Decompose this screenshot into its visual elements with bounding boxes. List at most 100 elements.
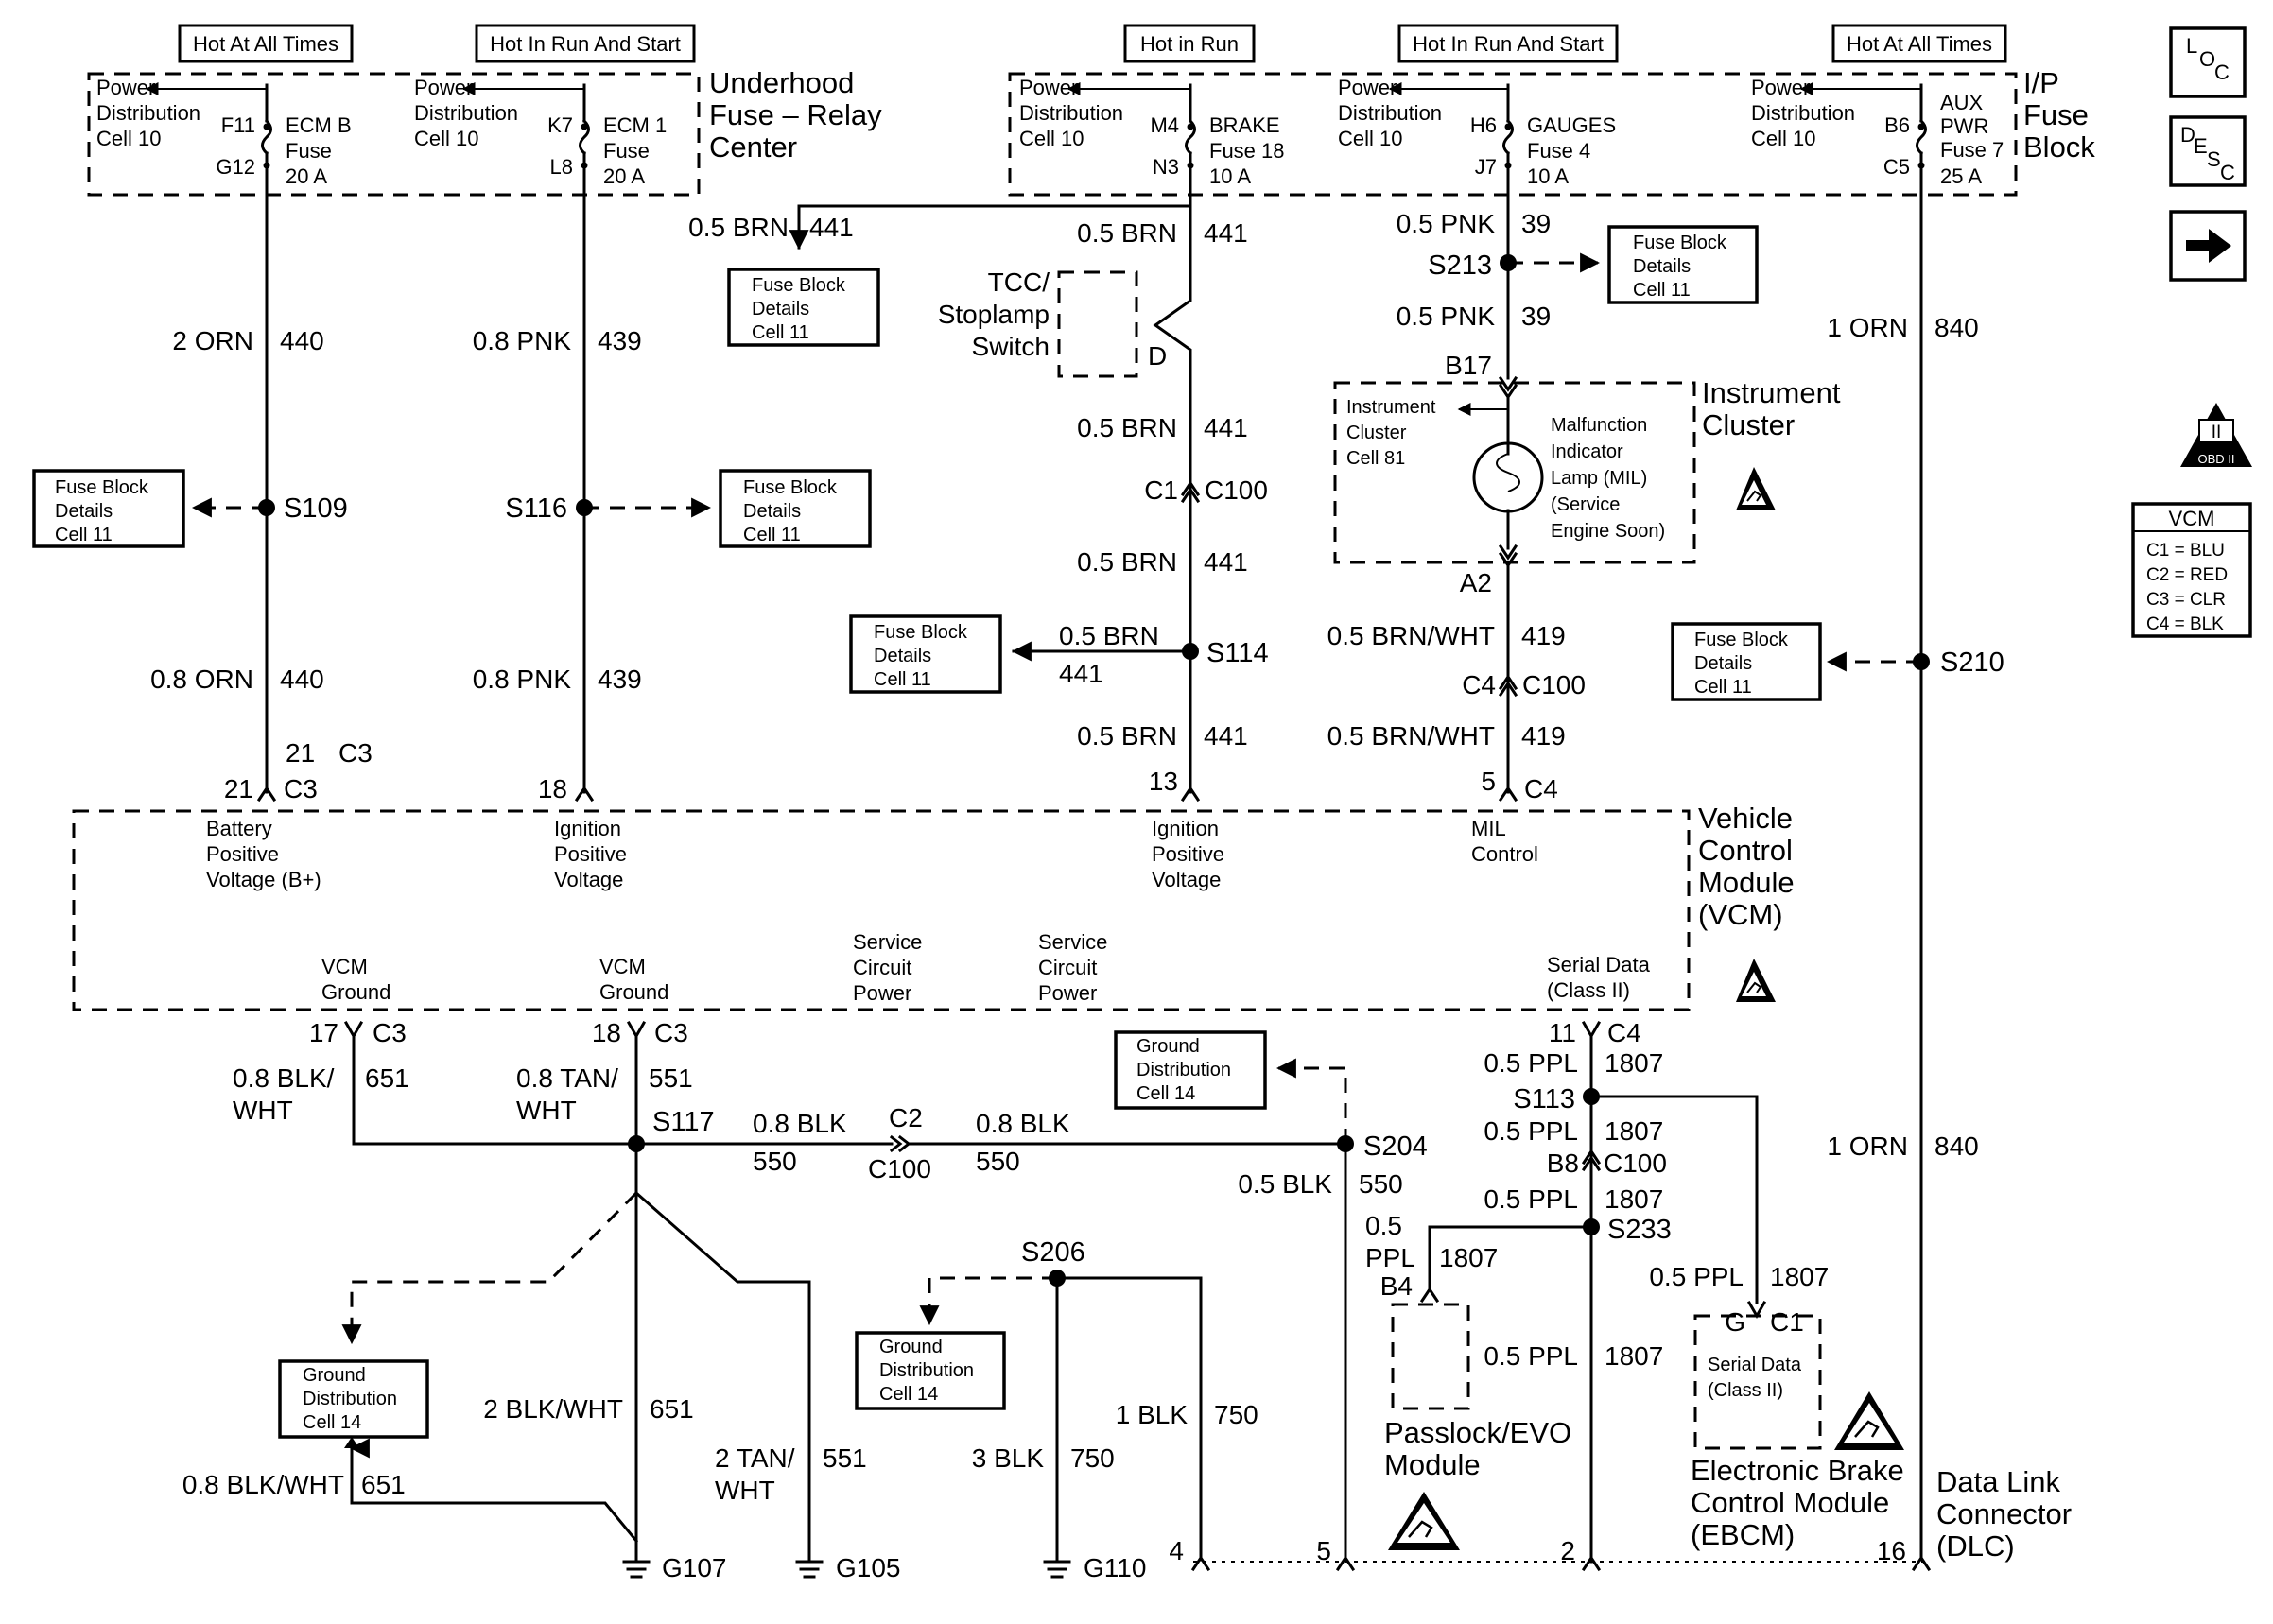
fuse-block-details-s114[interactable]: Fuse Block Details Cell 11	[849, 614, 1002, 694]
svg-text:Cell 11: Cell 11	[743, 525, 801, 545]
svg-text:Fuse: Fuse	[286, 139, 332, 163]
vcm-label: Vehicle Control Module (VCM)	[1698, 802, 1795, 931]
fuse-block-details-441[interactable]: Fuse Block Details Cell 11	[727, 268, 880, 347]
wire-1807-ebcm	[1589, 1095, 1759, 1304]
svg-text:OBD II: OBD II	[2197, 452, 2234, 466]
ground-distribution-s204[interactable]: Ground Distribution Cell 14	[1114, 1030, 1267, 1110]
svg-text:Hot In Run And Start: Hot In Run And Start	[1413, 32, 1604, 56]
svg-text:651: 651	[361, 1470, 406, 1499]
next-arrow-button[interactable]	[2169, 210, 2247, 282]
svg-text:439: 439	[598, 665, 642, 694]
loc-button[interactable]: L O C	[2169, 26, 2247, 98]
desc-button[interactable]: D E S C	[2169, 115, 2247, 187]
svg-text:ECM B: ECM B	[286, 113, 352, 137]
svg-text:Indicator: Indicator	[1551, 441, 1623, 462]
underhood-fuse-block-outline	[87, 72, 701, 197]
svg-text:C2 = RED: C2 = RED	[2146, 565, 2228, 585]
svg-text:Instrument: Instrument	[1702, 376, 1841, 409]
header-hot-in-run-and-start-2: Hot In Run And Start	[1397, 24, 1619, 63]
wire-441-to-fuse-block	[789, 168, 1192, 251]
svg-text:0.8 ORN: 0.8 ORN	[150, 665, 253, 694]
svg-text:Voltage: Voltage	[554, 868, 623, 891]
svg-text:C100: C100	[1205, 475, 1268, 505]
svg-text:0.5 PPL: 0.5 PPL	[1484, 1048, 1578, 1078]
svg-text:1807: 1807	[1770, 1262, 1829, 1291]
splice-s210-dot	[1913, 653, 1930, 670]
ground-distribution-s117[interactable]: Ground Distribution Cell 14	[278, 1359, 429, 1439]
svg-text:Module: Module	[1698, 866, 1795, 899]
svg-text:18: 18	[538, 774, 567, 803]
svg-text:Hot In Run And Start: Hot In Run And Start	[490, 32, 681, 56]
svg-text:Power: Power	[1751, 76, 1810, 99]
svg-text:25 A: 25 A	[1940, 164, 1982, 188]
svg-text:0.5 PNK: 0.5 PNK	[1397, 209, 1496, 238]
svg-text:C1: C1	[1144, 475, 1178, 505]
svg-text:C100: C100	[868, 1154, 931, 1183]
svg-text:Power: Power	[414, 76, 473, 99]
esd-warning-icon	[1388, 1492, 1460, 1550]
svg-text:Cell 81: Cell 81	[1346, 448, 1405, 469]
svg-text:0.5 PNK: 0.5 PNK	[1397, 302, 1496, 331]
ground-distribution-s206[interactable]: Ground Distribution Cell 14	[855, 1331, 1006, 1410]
ebcm-box	[1693, 1314, 1822, 1450]
fuse-block-details-s116[interactable]: Fuse Block Details Cell 11	[719, 469, 872, 548]
svg-text:(Service: (Service	[1551, 494, 1620, 515]
svg-text:21: 21	[224, 774, 253, 803]
svg-text:419: 419	[1521, 621, 1566, 650]
svg-text:Ignition: Ignition	[554, 817, 621, 840]
svg-text:Battery: Battery	[206, 817, 272, 840]
mil-label: Malfunction Indicator Lamp (MIL) (Servic…	[1551, 415, 1665, 542]
svg-text:L: L	[2186, 34, 2197, 58]
svg-text:PWR: PWR	[1940, 114, 1988, 138]
connector-b8-c100	[1581, 1149, 1602, 1172]
fuse-ecm-1: Power Distribution Cell 10 K7 L8 ECM 1 F…	[414, 76, 667, 188]
ebcm-label: Electronic Brake Control Module (EBCM)	[1691, 1454, 1904, 1551]
svg-text:0.8 BLK/WHT: 0.8 BLK/WHT	[182, 1470, 344, 1499]
svg-text:441: 441	[809, 213, 854, 242]
svg-text:0.5 BRN/WHT: 0.5 BRN/WHT	[1327, 721, 1495, 751]
fuse-block-details-s213[interactable]: Fuse Block Details Cell 11	[1607, 225, 1759, 304]
svg-text:WHT: WHT	[715, 1476, 775, 1505]
splice-s213-dot	[1500, 254, 1517, 271]
tcc-stoplamp-switch-label: TCC/ Stoplamp Switch	[938, 268, 1050, 361]
svg-text:Positive: Positive	[554, 842, 627, 866]
wire-441	[1153, 204, 1192, 794]
svg-text:Fuse Block: Fuse Block	[874, 622, 968, 643]
svg-text:Circuit: Circuit	[853, 956, 911, 979]
svg-text:Hot At All Times: Hot At All Times	[193, 32, 338, 56]
splice-s210-label: S210	[1940, 648, 2004, 678]
svg-text:C4: C4	[1607, 1018, 1641, 1047]
svg-text:Control: Control	[1698, 834, 1793, 867]
svg-text:Details: Details	[1633, 256, 1691, 277]
svg-text:Cell 11: Cell 11	[55, 525, 113, 545]
fuse-aux-pwr: Power Distribution Cell 10 B6 C5 AUX PWR…	[1751, 76, 2004, 188]
svg-text:A2: A2	[1460, 568, 1492, 597]
svg-text:Block: Block	[2023, 130, 2095, 164]
fuse-block-details-s109[interactable]: Fuse Block Details Cell 11	[32, 469, 185, 548]
svg-text:0.8 TAN/: 0.8 TAN/	[516, 1063, 618, 1093]
svg-text:Module: Module	[1384, 1448, 1481, 1481]
vcm-pin-13	[1180, 786, 1201, 803]
svg-text:1807: 1807	[1439, 1243, 1498, 1272]
svg-text:Cluster: Cluster	[1346, 423, 1407, 443]
svg-text:Power: Power	[1038, 981, 1097, 1005]
fuse-block-details-s210[interactable]: Fuse Block Details Cell 11	[1671, 622, 1822, 701]
arrow-right-icon	[2186, 229, 2231, 263]
svg-text:C4: C4	[1462, 670, 1496, 700]
svg-text:Power: Power	[853, 981, 911, 1005]
svg-text:C3: C3	[284, 774, 318, 803]
svg-text:750: 750	[1070, 1443, 1115, 1473]
svg-text:Center: Center	[709, 130, 797, 164]
obd-ii-icon: II OBD II	[2180, 403, 2252, 467]
svg-text:Power: Power	[96, 76, 155, 99]
svg-text:Fuse 7: Fuse 7	[1940, 138, 2004, 162]
svg-text:Details: Details	[752, 299, 809, 320]
svg-text:H6: H6	[1470, 113, 1497, 137]
svg-text:Hot At All Times: Hot At All Times	[1847, 32, 1992, 56]
instrument-cluster-cell-ref[interactable]: Instrument Cluster Cell 81	[1346, 397, 1436, 469]
svg-text:Control Module: Control Module	[1691, 1486, 1889, 1519]
splice-s113-label: S113	[1513, 1084, 1575, 1114]
svg-text:J7: J7	[1475, 155, 1497, 179]
svg-text:Circuit: Circuit	[1038, 956, 1097, 979]
